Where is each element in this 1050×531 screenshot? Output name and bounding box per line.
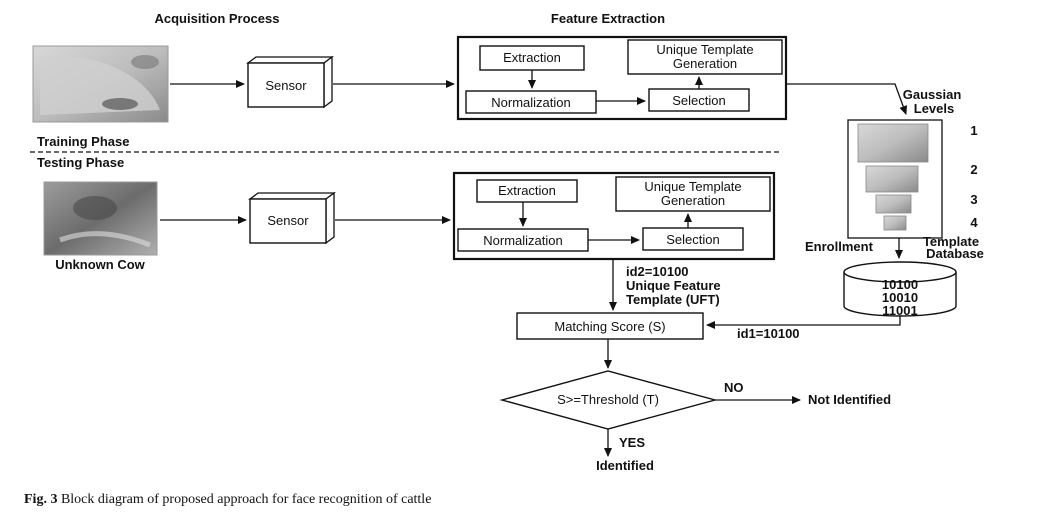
testing-template-label-2: Generation xyxy=(661,193,725,208)
training-template-box xyxy=(627,39,783,75)
testing-sensor-label: Sensor xyxy=(267,213,309,228)
not-identified-label: Not Identified xyxy=(808,392,891,407)
testing-selection-label: Selection xyxy=(666,232,719,247)
training-sensor-label: Sensor xyxy=(265,78,307,93)
template-database-cylinder xyxy=(843,261,957,317)
training-cow-image xyxy=(32,45,169,123)
training-selection-label: Selection xyxy=(672,93,725,108)
gaussian-level-3: 3 xyxy=(970,192,977,207)
arrow-database-to-matching xyxy=(706,316,901,329)
unknown-cow-image xyxy=(43,181,158,256)
testing-phase-label: Testing Phase xyxy=(37,155,124,170)
testing-extraction-box xyxy=(476,179,578,203)
uft-label-2: Unique Feature xyxy=(626,278,721,293)
figure-caption-label: Fig. 3 xyxy=(24,492,58,507)
unknown-cow-label: Unknown Cow xyxy=(55,257,145,272)
figure-caption-text: Block diagram of proposed approach for f… xyxy=(60,492,432,507)
threshold-condition-label: S>=Threshold (T) xyxy=(557,392,659,407)
testing-extraction-label: Extraction xyxy=(498,183,556,198)
gaussian-label-1: Gaussian xyxy=(903,87,962,102)
database-title-1: Template xyxy=(923,234,979,249)
gaussian-pyramid xyxy=(847,119,943,239)
enrollment-label: Enrollment xyxy=(805,239,874,254)
uft-id2-label: id2=10100 xyxy=(626,264,689,279)
testing-selection-box xyxy=(642,227,744,251)
matching-score-label: Matching Score (S) xyxy=(554,319,665,334)
database-entry-1: 10100 xyxy=(882,277,918,292)
figure-caption: Fig. 3 Block diagram of proposed approac… xyxy=(24,492,431,508)
database-title-2: Database xyxy=(926,246,984,261)
gaussian-level-4: 4 xyxy=(970,215,978,230)
arrow-feature-to-gaussian xyxy=(786,83,908,115)
acquisition-process-header: Acquisition Process xyxy=(155,11,280,26)
training-extraction-box xyxy=(479,45,585,71)
gaussian-level-1: 1 xyxy=(970,123,977,138)
database-entry-3: 11001 xyxy=(882,303,917,318)
database-entry-2: 10010 xyxy=(882,290,918,305)
yes-label: YES xyxy=(619,435,645,450)
training-sensor-block: Sensor xyxy=(246,55,334,109)
testing-template-box xyxy=(615,176,771,212)
identified-label: Identified xyxy=(596,458,654,473)
id1-label: id1=10100 xyxy=(737,326,800,341)
training-template-label-2: Generation xyxy=(673,56,737,71)
matching-score-box xyxy=(516,312,704,340)
gaussian-label-2: Levels xyxy=(914,101,954,116)
training-template-label-1: Unique Template xyxy=(656,42,753,57)
training-extraction-label: Extraction xyxy=(503,50,561,65)
gaussian-level-2: 2 xyxy=(970,162,977,177)
testing-template-label-1: Unique Template xyxy=(644,179,741,194)
training-normalization-label: Normalization xyxy=(491,95,570,110)
testing-normalization-label: Normalization xyxy=(483,233,562,248)
testing-sensor-block: Sensor xyxy=(248,191,336,245)
no-label: NO xyxy=(724,380,744,395)
feature-extraction-header: Feature Extraction xyxy=(551,11,665,26)
training-normalization-box xyxy=(465,90,597,114)
training-phase-label: Training Phase xyxy=(37,134,129,149)
uft-label-3: Template (UFT) xyxy=(626,292,720,307)
